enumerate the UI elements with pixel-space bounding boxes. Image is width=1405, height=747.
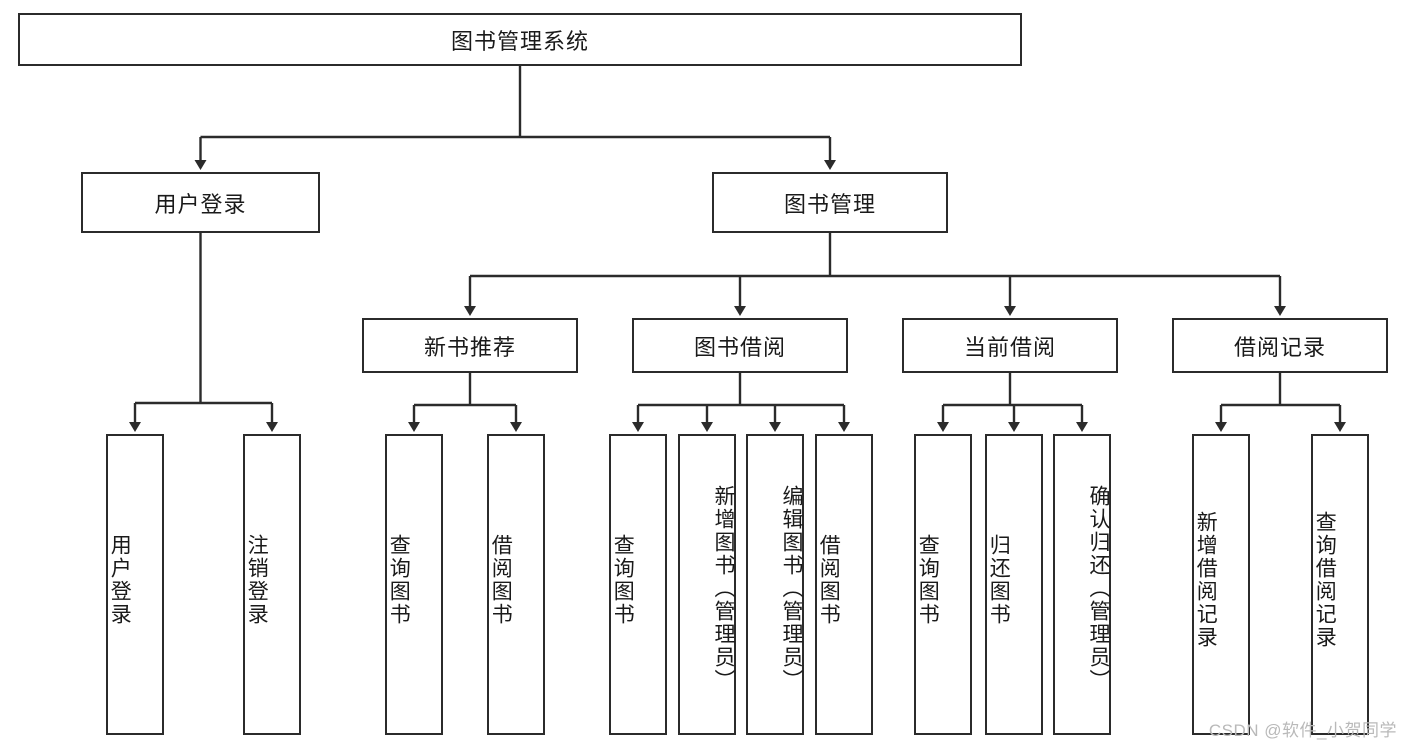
node-book-management: 图书管理 xyxy=(712,172,948,233)
node-label: 查询图书 xyxy=(916,533,940,626)
node-label: 借阅记录 xyxy=(1233,334,1326,360)
node-new-book-recommend: 新书推荐 xyxy=(362,318,578,373)
node-label: 查询图书 xyxy=(387,533,411,626)
node-user-login: 用户登录 xyxy=(81,172,320,233)
node-label: 查询借阅记录 xyxy=(1313,510,1337,649)
node-label: 归还图书 xyxy=(987,533,1011,626)
node-label: 查询图书 xyxy=(611,533,635,626)
node-leaf-logout: 注销登录 xyxy=(243,434,301,735)
node-leaf-query-book-1: 查询图书 xyxy=(385,434,443,735)
node-leaf-query-book-2: 查询图书 xyxy=(609,434,667,735)
node-leaf-user-login: 用户登录 xyxy=(106,434,164,735)
node-current-borrow: 当前借阅 xyxy=(902,318,1118,373)
node-leaf-return-book: 归还图书 xyxy=(985,434,1043,735)
node-label: 用户登录 xyxy=(154,191,247,217)
node-label: 确认归还（管理员） xyxy=(1087,485,1110,692)
watermark-text: CSDN @软件_小贺同学 xyxy=(1208,721,1397,740)
node-leaf-add-book: 新增图书（管理员） xyxy=(678,434,736,735)
node-label: 图书管理 xyxy=(783,191,876,217)
node-leaf-add-record: 新增借阅记录 xyxy=(1192,434,1250,735)
node-leaf-query-record: 查询借阅记录 xyxy=(1311,434,1369,735)
node-label: 新增图书（管理员） xyxy=(712,485,735,692)
node-label: 图书管理系统 xyxy=(450,28,589,54)
node-label: 注销登录 xyxy=(245,533,269,626)
node-borrow-record: 借阅记录 xyxy=(1172,318,1388,373)
node-label: 借阅图书 xyxy=(817,533,841,626)
node-leaf-edit-book: 编辑图书（管理员） xyxy=(746,434,804,735)
node-label: 用户登录 xyxy=(108,533,132,626)
node-label: 新书推荐 xyxy=(423,334,516,360)
node-leaf-query-book-3: 查询图书 xyxy=(914,434,972,735)
node-label: 当前借阅 xyxy=(963,334,1056,360)
node-book-borrow: 图书借阅 xyxy=(632,318,848,373)
node-label: 新增借阅记录 xyxy=(1194,510,1218,649)
node-leaf-borrow-book-1: 借阅图书 xyxy=(487,434,545,735)
node-label: 编辑图书（管理员） xyxy=(780,485,803,692)
node-leaf-confirm-return: 确认归还（管理员） xyxy=(1053,434,1111,735)
node-root: 图书管理系统 xyxy=(18,13,1022,66)
node-label: 图书借阅 xyxy=(693,334,786,360)
node-label: 借阅图书 xyxy=(489,533,513,626)
node-leaf-borrow-book-2: 借阅图书 xyxy=(815,434,873,735)
